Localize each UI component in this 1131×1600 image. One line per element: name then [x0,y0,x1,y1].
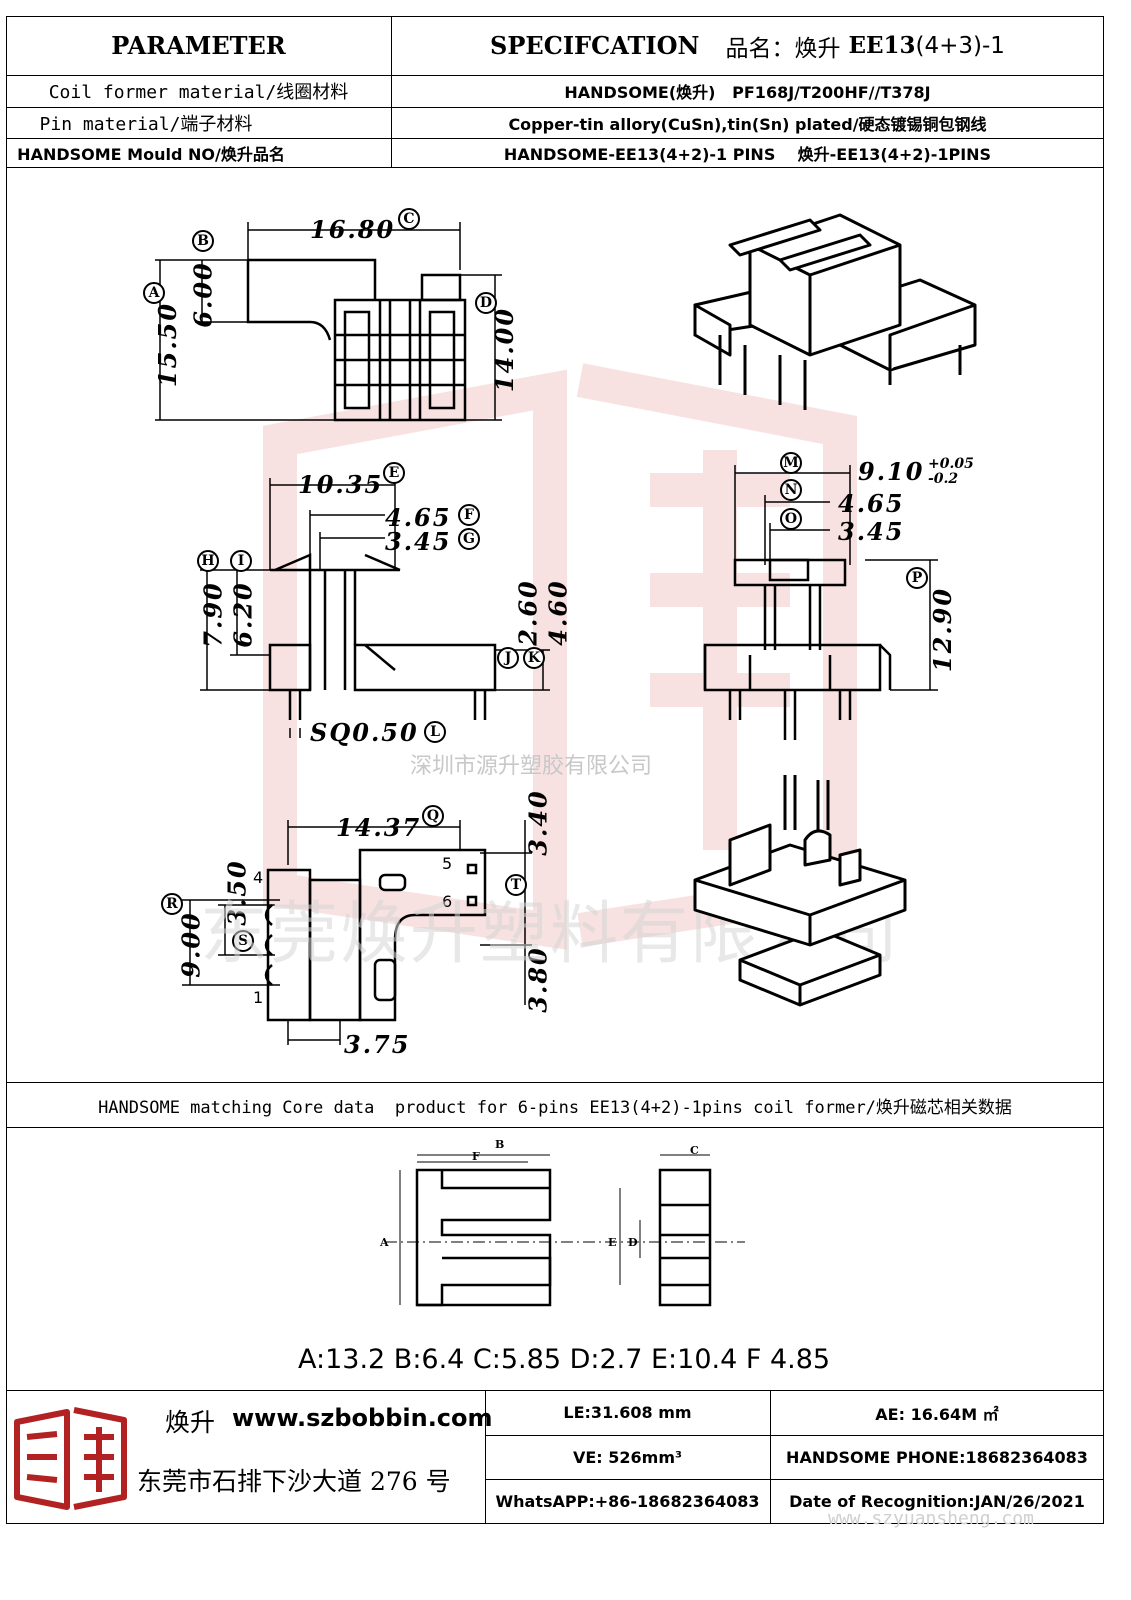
marker-l: L [424,721,446,743]
marker-m: M [780,452,802,474]
footer-whatsapp: WhatsAPP:+86-18682364083 [495,1492,760,1511]
core-label-f: F [472,1150,480,1163]
marker-h: H [197,550,219,572]
spec-table [6,16,1104,168]
marker-a: A [143,282,165,304]
drawing-frame [6,168,1104,1082]
core-values: A:13.2 B:6.4 C:5.85 D:2.7 E:10.4 F 4.85 [298,1344,831,1375]
footer-website[interactable]: www.szbobbin.com [232,1404,493,1432]
company-logo [14,1407,127,1510]
specification-label: SPECIFCATION [490,31,700,60]
row-value-coil: HANDSOME(焕升) PF168J/T200HF//T378J [564,83,931,102]
dim-m-tol-minus: -0.2 [928,471,959,487]
divider [6,107,1104,108]
dim-i: 6.20 [228,581,258,648]
row-value-mould: HANDSOME-EE13(4+2)-1 PINS 焕升-EE13(4+2)-1… [503,145,992,164]
marker-f: F [458,504,480,526]
dim-o: 3.45 [838,517,905,546]
dim-m-tol-plus: +0.05 [928,456,974,472]
footer-watermark-url: www.szyuansheng.com [828,1508,1034,1529]
specification-header: SPECIFCATION 品名：焕升 EE13 (4+3)-1 [391,16,1104,75]
dim-p: 12.90 [928,586,958,673]
product-name-label: 品名：焕升 [725,35,841,62]
divider [6,138,1104,139]
core-label-a: A [380,1236,389,1249]
marker-s: S [232,930,254,952]
dim-j: 2.60 [513,579,543,646]
dim-q-side: 3.40 [523,789,553,856]
marker-p: P [906,567,928,589]
marker-n: N [780,479,802,501]
dim-b: 6.00 [188,261,218,328]
marker-b: B [192,230,214,252]
pin-number-1: 1 [253,988,264,1007]
dim-q: 14.37 [336,813,422,842]
divider [6,75,1104,76]
row-value-pin: Copper-tin allory(CuSn),tin(Sn) plated/硬… [508,114,987,134]
core-label-b: B [495,1138,505,1151]
dim-g: 3.45 [385,527,452,556]
dim-a: 15.50 [153,301,183,388]
footer-phone: HANDSOME PHONE:18682364083 [786,1447,1088,1467]
divider [770,1390,771,1524]
marker-d: D [475,292,497,314]
marker-t: T [505,874,527,896]
core-title-box [6,1082,1104,1128]
row-label-coil: Coil former material/线圈材料 [48,82,349,103]
product-model: EE13 [848,32,916,59]
footer-date: Date of Recognition:JAN/26/2021 [789,1492,1085,1511]
divider [485,1390,486,1524]
dim-d: 14.00 [490,306,520,393]
footer-ve: VE: 526mm³ [572,1447,683,1467]
isometric-view-top [693,213,977,410]
footer-brand: 焕升 [165,1408,216,1437]
dim-e: 10.35 [298,470,384,499]
core-section-title: HANDSOME matching Core data product for … [98,1097,1012,1118]
divider [391,16,392,168]
dim-m: 9.10 [858,457,924,486]
pin-number-6: 6 [442,892,453,911]
dim-c: 16.80 [310,215,396,244]
footer-box [6,1390,1104,1524]
dim-k: 4.60 [543,579,573,646]
marker-j: J [497,647,519,669]
footer-ae: AE: 16.64M ㎡ [875,1404,999,1424]
marker-g: G [458,528,480,550]
marker-q: Q [422,805,444,827]
parameter-header: PARAMETER [111,31,286,60]
core-label-e: E [608,1236,617,1249]
marker-i: I [230,550,252,572]
footer-le: LE:31.608 mm [563,1403,692,1422]
bottom-view-drawing [182,820,532,1045]
marker-k: K [523,647,545,669]
marker-o: O [780,508,802,530]
dim-m-value: 9.10 [858,457,925,486]
product-suffix: (4+3)-1 [915,32,1005,59]
isometric-view-bottom [693,775,907,1007]
dim-l: SQ0.50 [310,718,419,747]
dim-h: 7.90 [198,581,228,648]
marker-c: C [398,208,420,230]
pin-number-4: 4 [253,868,264,887]
row-label-mould: HANDSOME Mould NO/焕升品名 [17,145,285,164]
marker-r: R [161,893,183,915]
core-label-d: D [628,1236,638,1249]
footer-address: 东莞市石排下沙大道 276 号 [137,1467,451,1496]
pin-number-5: 5 [442,854,453,873]
core-drawing [385,1154,745,1307]
front-view-drawing [155,222,502,422]
dim-bottom: 3.75 [344,1030,411,1059]
dim-f: 4.65 [385,503,452,532]
divider [485,1435,1104,1436]
watermark-company: 深圳市源升塑胶有限公司 [410,754,653,779]
dim-n: 4.65 [838,489,905,518]
end-view-drawing [703,465,938,740]
marker-e: E [383,462,405,484]
row-label-pin: Pin material/端子材料 [39,113,253,135]
side-view-drawing [200,478,550,738]
core-label-c: C [690,1144,699,1157]
divider [485,1479,1104,1480]
core-frame [6,1128,1104,1390]
